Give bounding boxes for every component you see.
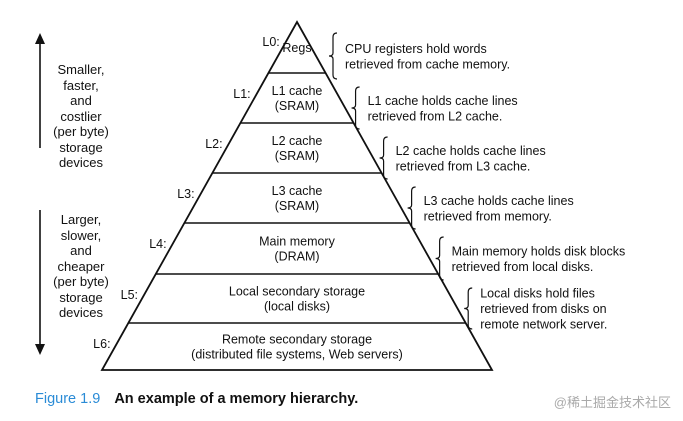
layer-text-6: (distributed file systems, Web servers)	[191, 348, 403, 362]
layer-text-2: L2 cache	[272, 134, 323, 148]
caption-title: An example of a memory hierarchy.	[114, 391, 359, 407]
layer-text-0: Regs	[282, 41, 311, 55]
up-arrowhead-icon	[35, 33, 45, 44]
level-note-2: retrieved from L3 cache.	[396, 159, 531, 173]
level-note-4: retrieved from local disks.	[452, 260, 594, 274]
level-note-3: retrieved from memory.	[424, 209, 552, 223]
level-label-2: L2:	[205, 137, 222, 151]
brace-icon	[464, 287, 473, 330]
level-note-3: L3 cache holds cache lines	[424, 194, 574, 208]
layer-text-5: (local disks)	[264, 300, 330, 314]
level-note-0: CPU registers hold words	[345, 42, 487, 56]
layer-text-2: (SRAM)	[275, 149, 319, 163]
level-label-1: L1:	[233, 87, 250, 101]
layer-text-4: (DRAM)	[274, 250, 319, 264]
level-note-5: retrieved from disks on	[480, 302, 606, 316]
figure-caption: Figure 1.9 An example of a memory hierar…	[35, 391, 358, 407]
level-note-1: retrieved from L2 cache.	[368, 109, 503, 123]
brace-icon	[351, 86, 360, 130]
level-label-5: L5:	[121, 288, 138, 302]
layer-text-5: Local secondary storage	[229, 285, 365, 299]
watermark: @稀土掘金技术社区	[553, 395, 671, 410]
level-label-3: L3:	[177, 187, 194, 201]
level-note-2: L2 cache holds cache lines	[396, 144, 546, 158]
level-note-1: L1 cache holds cache lines	[368, 94, 518, 108]
level-label-6: L6:	[93, 337, 110, 351]
side-label-smaller-faster: Smaller, faster, and costlier (per byte)…	[53, 62, 109, 170]
level-note-5: remote network server.	[480, 318, 607, 332]
layer-text-3: L3 cache	[272, 184, 323, 198]
layer-text-4: Main memory	[259, 235, 335, 249]
layer-text-1: (SRAM)	[275, 99, 319, 113]
brace-icon	[379, 136, 388, 180]
level-note-0: retrieved from cache memory.	[345, 57, 510, 71]
down-arrowhead-icon	[35, 344, 45, 355]
level-label-4: L4:	[149, 237, 166, 251]
level-label-0: L0:	[262, 35, 279, 49]
side-label-larger-slower: Larger, slower, and cheaper (per byte) s…	[53, 212, 109, 320]
brace-icon	[328, 32, 338, 80]
layer-text-3: (SRAM)	[275, 199, 319, 213]
level-note-5: Local disks hold files	[480, 287, 595, 301]
pyramid-outline	[100, 20, 494, 371]
layer-text-1: L1 cache	[272, 84, 323, 98]
caption-number: Figure 1.9	[35, 391, 101, 407]
level-note-4: Main memory holds disk blocks	[452, 244, 626, 258]
layer-text-6: Remote secondary storage	[222, 333, 372, 347]
